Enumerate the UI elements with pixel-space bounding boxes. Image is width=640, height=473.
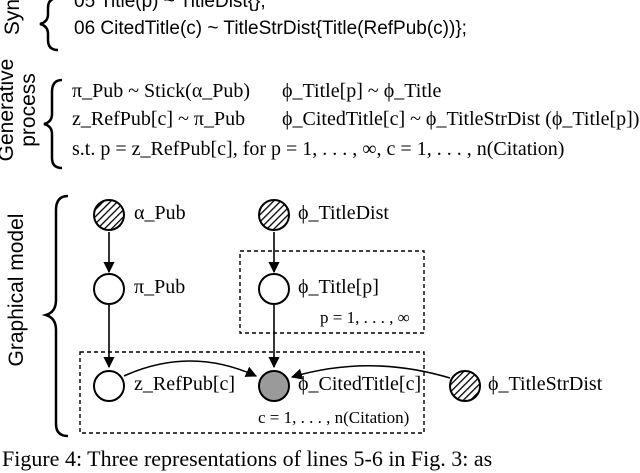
- node-pi-pub: [93, 273, 125, 305]
- plate-p-label: p = 1, . . . , ∞: [320, 308, 410, 327]
- gen-row2-left: z_RefPub[c] ~ π_Pub: [72, 108, 246, 130]
- syntax-brace: [39, 0, 59, 52]
- generative-brace: [43, 78, 63, 170]
- figure-caption: Figure 4: Three representations of lines…: [2, 446, 493, 471]
- graphical-brace: [41, 194, 69, 438]
- syntax-line-05: 05 Title(p) ~ TitleDist{};: [74, 0, 266, 12]
- label-pi-pub: π_Pub: [134, 276, 186, 298]
- plate-c-label: c = 1, . . . , n(Citation): [258, 408, 410, 427]
- gen-row1-right: ϕ_Title[p] ~ ϕ_Title: [282, 80, 442, 102]
- label-z-refpub: z_RefPub[c]: [134, 373, 236, 395]
- node-phi-citedtitle: [258, 370, 290, 402]
- edge-z-citedtitle: [123, 360, 258, 377]
- label-phi-titlestrdist: ϕ_TitleStrDist: [488, 373, 603, 395]
- gen-row1-left: π_Pub ~ Stick(α_Pub): [72, 80, 251, 102]
- node-phi-titledist: [258, 199, 290, 231]
- plate-p: [239, 250, 425, 334]
- syntax-line-06: 06 CitedTitle(c) ~ TitleStrDist{Title(Re…: [74, 18, 467, 39]
- label-phi-title: ϕ_Title[p]: [298, 276, 379, 298]
- node-phi-title: [258, 273, 290, 305]
- label-phi-titledist: ϕ_TitleDist: [298, 202, 389, 224]
- node-z-refpub: [93, 370, 125, 402]
- label-phi-citedtitle: ϕ_CitedTitle[c]: [298, 373, 422, 395]
- gen-row2-right: ϕ_CitedTitle[c] ~ ϕ_TitleStrDist (ϕ_Titl…: [282, 108, 640, 130]
- plate-c: [79, 351, 425, 434]
- label-alpha-pub: α_Pub: [134, 202, 186, 224]
- node-phi-titlestrdist: [449, 370, 481, 402]
- edge-strdist-citedtitle: [290, 364, 451, 380]
- gen-row3: s.t. p = z_RefPub[c], for p = 1, . . . ,…: [72, 138, 565, 160]
- node-alpha-pub: [93, 199, 125, 231]
